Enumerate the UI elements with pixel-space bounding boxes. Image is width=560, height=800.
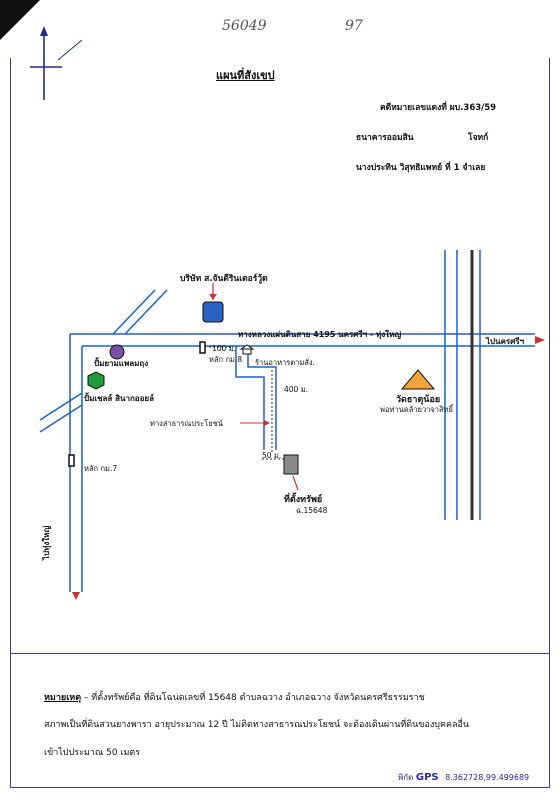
restaurant-icon (239, 344, 255, 355)
notes-label: หมายเหตุ (44, 693, 82, 703)
notes-line-3: เข้าไปประมาณ 50 เมตร (44, 748, 141, 758)
gps-prefix: พิกัด (398, 773, 414, 782)
company-marker-icon (202, 301, 224, 323)
highway-label: ทางหลวงแผ่นดินสาย 4195 นครศรีฯ - ทุ่งใหญ… (238, 330, 402, 339)
km8-marker-icon (199, 341, 206, 354)
handwritten-page: 97 (345, 18, 363, 34)
notes-divider (10, 653, 550, 654)
plaintiff-role: โจทก์ (468, 133, 489, 143)
to-thungyai-label: ไปทุ่งใหญ่ (42, 525, 51, 560)
gps-row: พิกัด GPS 8.362728,99.499689 (398, 771, 529, 784)
page-title: แผนที่สังเขป (216, 69, 275, 82)
to-nakhon-label: ไปนครศรีฯ (486, 337, 525, 346)
defendant-name: นางประทิน วิสุทธิแพทย์ ที่ 1 จำเลย (356, 163, 486, 173)
notes-line-2: สภาพเป็นที่ดินสวนยางพารา อายุประมาณ 12 ป… (44, 720, 470, 730)
temple-label: วัดธาตุน้อย (396, 395, 441, 405)
corner-black-mark (0, 0, 40, 40)
temple-sublabel: พ่อท่านคล้ายวาจาสิทธิ์ (380, 405, 454, 414)
case-number: คดีหมายเลขแดงที่ ผบ.363/59 (380, 103, 497, 113)
arrow-down-icon (72, 592, 80, 600)
notes-line-1: หมายเหตุ – ที่ตั้งทรัพย์คือ ที่ดินโฉนดเล… (44, 690, 425, 704)
gas-station-green-icon (87, 371, 105, 390)
temple-icon (400, 369, 436, 390)
dist-400-label: 400 ม. (284, 385, 309, 394)
road-network (39, 250, 535, 592)
km7-label: หลัก กม.7 (84, 464, 118, 473)
restaurant-label: ร้านอาหารตามสั่ง. (255, 358, 315, 367)
dist-100-label: 100 ม. (212, 344, 237, 353)
gas-station-1-label: ปั้มยามแพลมฤง (94, 359, 149, 368)
north-arrow-icon (30, 26, 83, 100)
gps-coords: 8.362728,99.499689 (445, 773, 530, 782)
km8-label: หลัก กม.8 (209, 355, 243, 364)
km7-marker-icon (68, 454, 75, 467)
map-frame (10, 58, 550, 788)
gas-station-purple-icon (109, 344, 125, 360)
property-pointer-icon (292, 475, 299, 491)
plaintiff-name: ธนาคารออมสิน (356, 133, 414, 143)
public-way-label: ทางสาธารณประโยชน์ (150, 419, 223, 428)
property-marker-icon (283, 454, 299, 475)
dist-50-label: 50 ม. (262, 451, 282, 460)
company-label: บริษัท ส.จันดีรินเตอร์วู้ด (180, 274, 268, 284)
gps-word: GPS (415, 772, 439, 783)
deed-label: ฉ.15648 (296, 506, 328, 515)
property-label: ที่ตั้งทรัพย์ (284, 495, 323, 505)
handwritten-number: 56049 (222, 18, 267, 34)
arrow-right-icon (535, 336, 545, 344)
notes-line-1-text: – ที่ตั้งทรัพย์คือ ที่ดินโฉนดเลขที่ 1564… (81, 693, 425, 703)
gas-station-2-label: ปั้มเชลล์ สินากออยล์ (84, 394, 154, 403)
